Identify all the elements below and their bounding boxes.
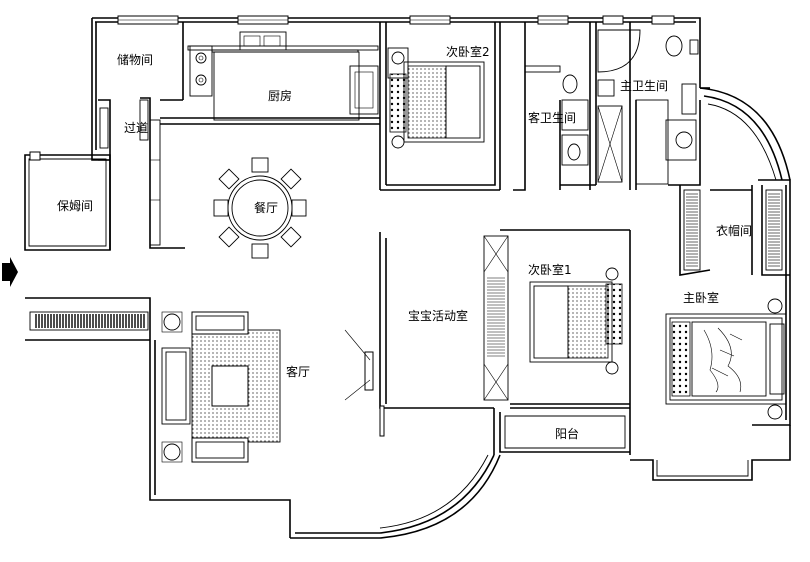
label-maid-room: 保姆间	[57, 199, 93, 213]
label-dining: 餐厅	[254, 200, 278, 215]
curved-bay-bottom	[379, 408, 501, 539]
kitchen-fixtures	[187, 31, 379, 121]
room-labels: 储物间 过道 保姆间 厨房 餐厅 次卧室2 客卫生间 主卫生间 衣帽间 次卧室1…	[57, 44, 752, 441]
entry-arrow-icon	[2, 257, 18, 287]
living-room-furniture	[29, 311, 281, 463]
closet-hangers	[683, 189, 783, 271]
label-master-bedroom: 主卧室	[683, 290, 719, 305]
label-balcony: 阳台	[555, 426, 579, 441]
storage-shelves	[99, 99, 149, 149]
exterior-walls	[24, 17, 791, 539]
label-storage: 储物间	[117, 52, 153, 67]
label-bedroom2: 次卧室2	[446, 44, 490, 59]
label-kitchen: 厨房	[268, 88, 292, 103]
dining-table	[213, 157, 307, 259]
guest-bath-fixtures	[524, 65, 589, 166]
bed-master	[665, 298, 787, 420]
bed-bedroom1	[529, 267, 623, 375]
label-corridor: 过道	[124, 121, 148, 135]
bed-bedroom2	[387, 47, 485, 149]
curved-bay-right	[699, 87, 791, 181]
interior-walls	[160, 22, 790, 453]
windows	[29, 15, 675, 437]
master-bath-fixtures	[597, 29, 699, 185]
label-guest-bath: 客卫生间	[528, 110, 576, 125]
wardrobe-bedroom1	[483, 235, 509, 401]
label-bedroom1: 次卧室1	[528, 262, 572, 277]
corridor-screen	[149, 119, 161, 246]
master-bedroom-bay	[629, 230, 791, 481]
label-master-bath: 主卫生间	[620, 79, 668, 93]
label-baby-room: 宝宝活动室	[408, 308, 468, 323]
label-closet: 衣帽间	[716, 223, 752, 238]
label-living: 客厅	[286, 364, 310, 379]
